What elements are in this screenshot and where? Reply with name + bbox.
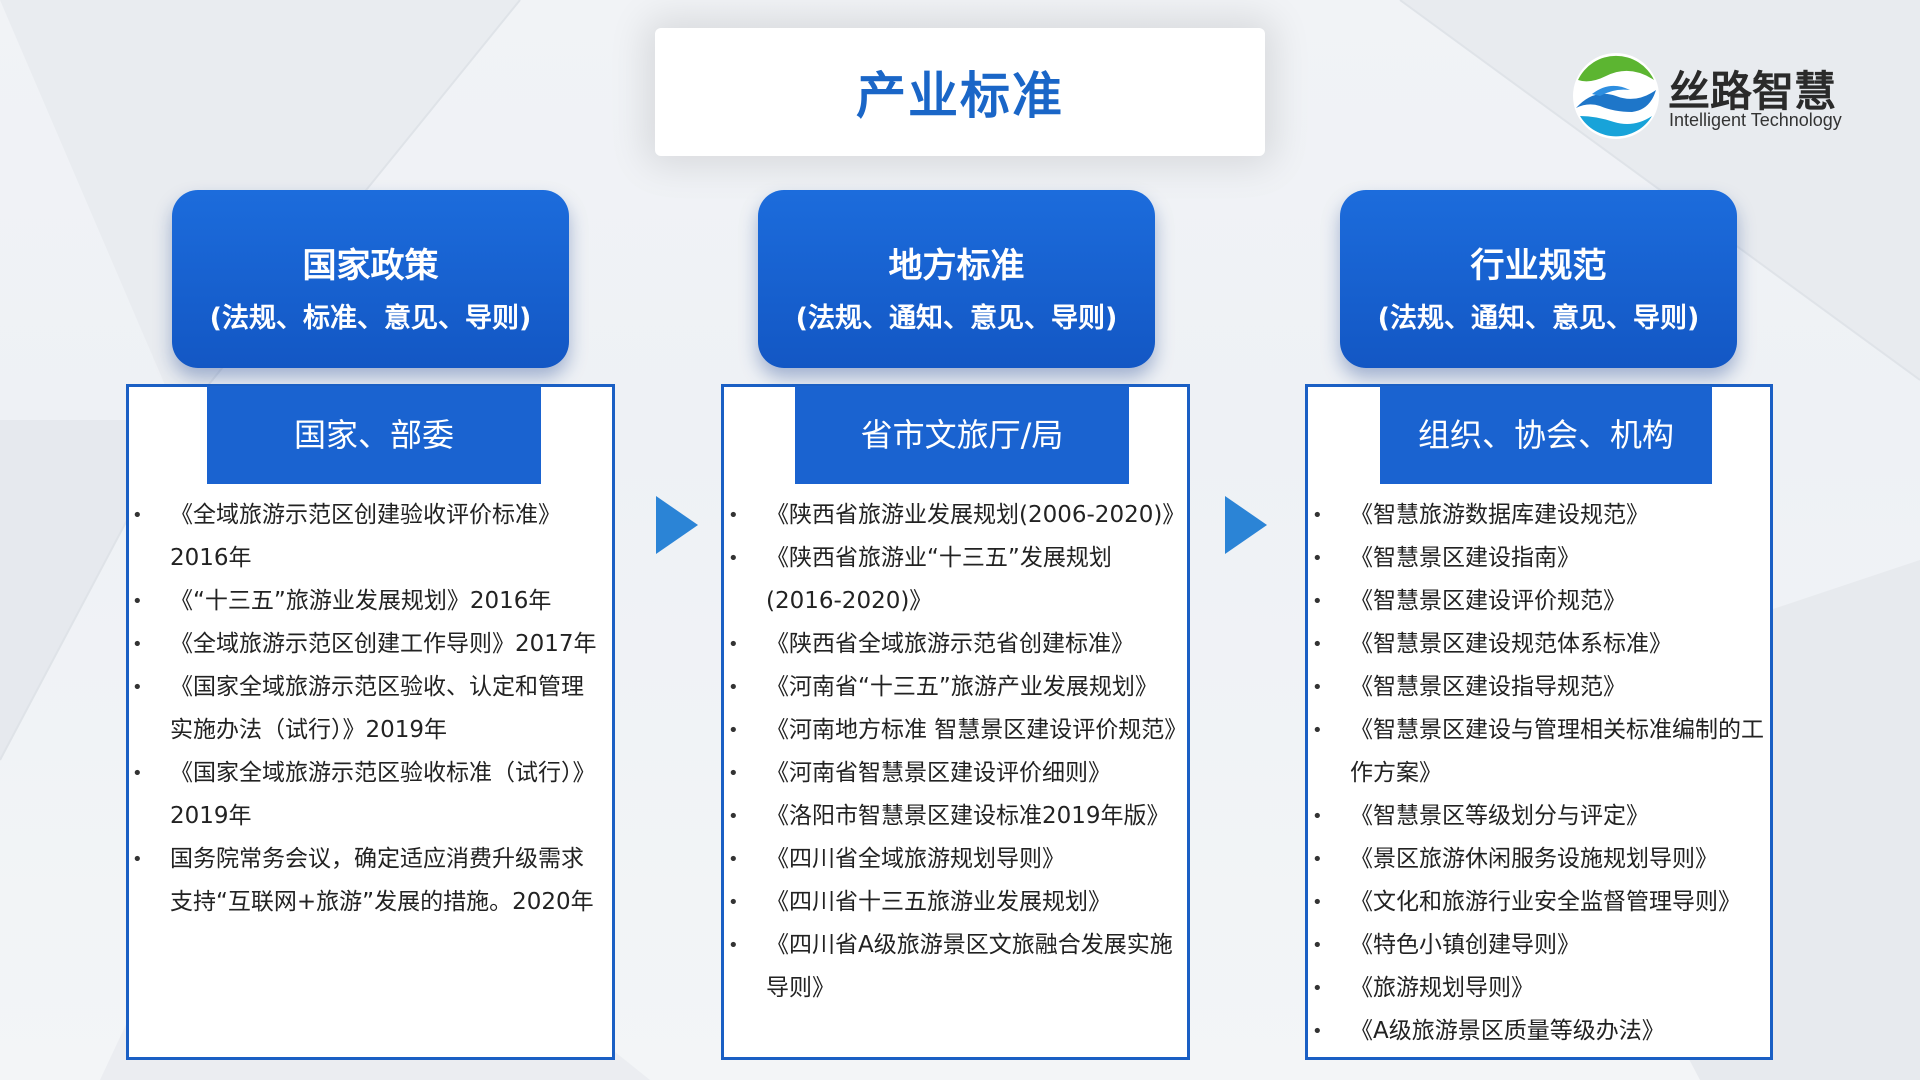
list-item: 《智慧景区等级划分与评定》 xyxy=(1312,795,1772,838)
list-item: 《智慧旅游数据库建设规范》 xyxy=(1312,494,1772,537)
list-item: 《智慧景区建设指导规范》 xyxy=(1312,666,1772,709)
category-title: 地方标准 xyxy=(888,246,1025,286)
company-logo: 丝路智慧 Intelligent Technology xyxy=(1570,50,1870,145)
list-item: 《智慧景区建设指南》 xyxy=(1312,537,1772,580)
list-item: 《智慧景区建设规范体系标准》 xyxy=(1312,623,1772,666)
arrow-right-icon xyxy=(1225,496,1267,554)
category-title: 行业规范 xyxy=(1470,246,1607,286)
title-band xyxy=(655,28,1265,156)
list-item: 《陕西省全域旅游示范省创建标准》 xyxy=(728,623,1183,666)
swirl-logo-icon xyxy=(1573,53,1659,139)
subheader-industry: 组织、协会、机构 xyxy=(1380,386,1712,484)
list-item: 国务院常务会议，确定适应消费升级需求支持“互联网+旅游”发展的措施。2020年 xyxy=(132,838,597,924)
list-item: 《陕西省旅游业“十三五”发展规划(2016-2020)》 xyxy=(728,537,1183,623)
category-subtitle: (法规、通知、意见、导则) xyxy=(795,303,1118,334)
list-item: 《A级旅游景区质量等级办法》 xyxy=(1312,1010,1772,1053)
list-item: 《四川省A级旅游景区文旅融合发展实施导则》 xyxy=(728,924,1183,1010)
page-title: 产业标准 xyxy=(856,67,1064,125)
list-item: 《四川省全域旅游规划导则》 xyxy=(728,838,1183,881)
list-item: 《国家全域旅游示范区验收、认定和管理实施办法（试行）》2019年 xyxy=(132,666,597,752)
category-box-national: 国家政策 (法规、标准、意见、导则) xyxy=(172,190,569,368)
list-item: 《河南省“十三五”旅游产业发展规划》 xyxy=(728,666,1183,709)
category-box-industry: 行业规范 (法规、通知、意见、导则) xyxy=(1340,190,1737,368)
list-item: 《文化和旅游行业安全监督管理导则》 xyxy=(1312,881,1772,924)
category-title: 国家政策 xyxy=(302,246,439,286)
item-list-national: 《全域旅游示范区创建验收评价标准》2016年 《“十三五”旅游业发展规划》201… xyxy=(132,494,597,924)
list-item: 《智慧景区建设评价规范》 xyxy=(1312,580,1772,623)
logo-name: 丝路智慧 xyxy=(1668,67,1837,116)
arrow-right-icon xyxy=(656,496,698,554)
subheader-national: 国家、部委 xyxy=(207,386,541,484)
list-item: 《“十三五”旅游业发展规划》2016年 xyxy=(132,580,597,623)
list-item: 《全域旅游示范区创建工作导则》2017年 xyxy=(132,623,597,666)
list-item: 《四川省十三五旅游业发展规划》 xyxy=(728,881,1183,924)
list-item: 《河南地方标准 智慧景区建设评价规范》 xyxy=(728,709,1187,752)
item-list-industry: 《智慧旅游数据库建设规范》 《智慧景区建设指南》 《智慧景区建设评价规范》 《智… xyxy=(1312,494,1772,1053)
list-item: 《景区旅游休闲服务设施规划导则》 xyxy=(1312,838,1772,881)
logo-subtitle: Intelligent Technology xyxy=(1669,110,1842,130)
category-box-local: 地方标准 (法规、通知、意见、导则) xyxy=(758,190,1155,368)
list-item: 《智慧景区建设与管理相关标准编制的工作方案》 xyxy=(1312,709,1772,795)
category-subtitle: (法规、通知、意见、导则) xyxy=(1377,303,1700,334)
list-item: 《特色小镇创建导则》 xyxy=(1312,924,1772,967)
list-item: 《旅游规划导则》 xyxy=(1312,967,1772,1010)
list-item: 《全域旅游示范区创建验收评价标准》2016年 xyxy=(132,494,597,580)
item-list-local: 《陕西省旅游业发展规划(2006-2020)》 《陕西省旅游业“十三五”发展规划… xyxy=(728,494,1187,1010)
list-item: 《河南省智慧景区建设评价细则》 xyxy=(728,752,1183,795)
list-item: 《洛阳市智慧景区建设标准2019年版》 xyxy=(728,795,1183,838)
category-subtitle: (法规、标准、意见、导则) xyxy=(209,303,532,334)
list-item: 《国家全域旅游示范区验收标准（试行）》2019年 xyxy=(132,752,597,838)
list-item: 《陕西省旅游业发展规划(2006-2020)》 xyxy=(728,494,1185,537)
subheader-local: 省市文旅厅/局 xyxy=(795,386,1129,484)
